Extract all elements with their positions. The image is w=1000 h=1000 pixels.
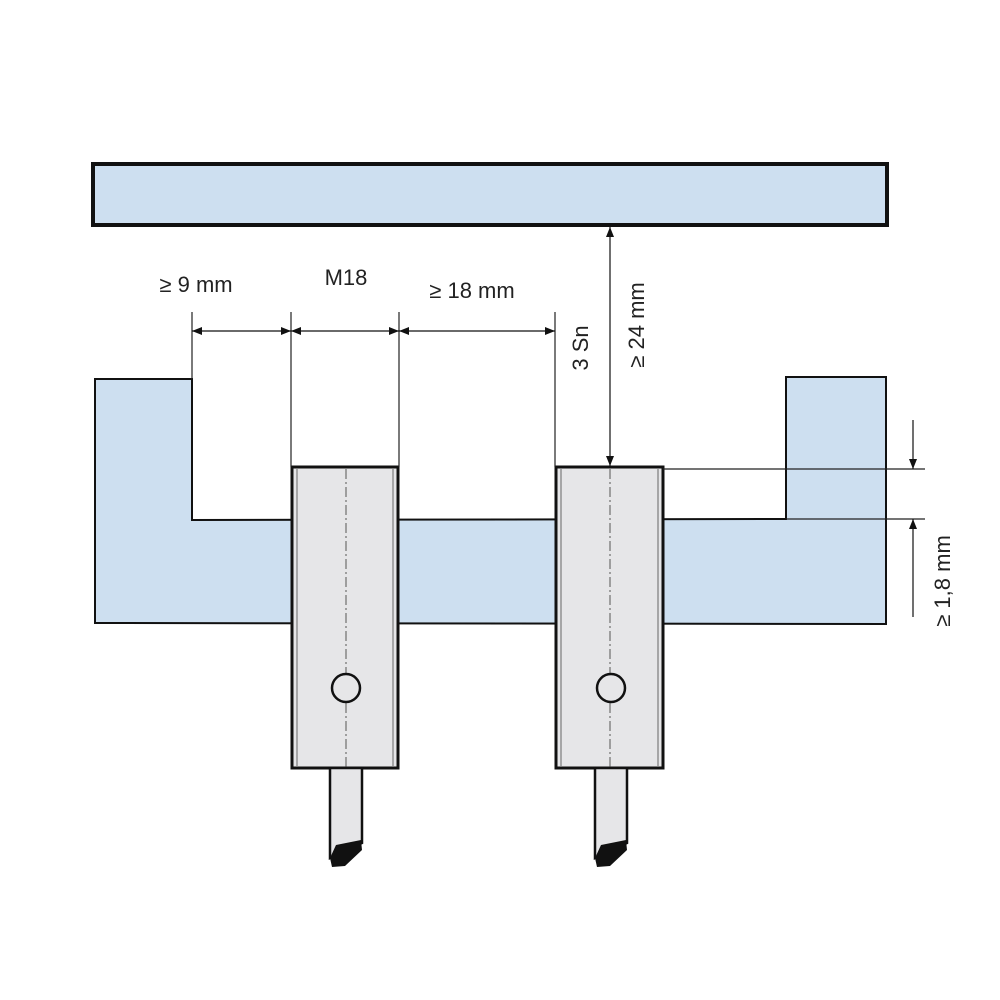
mounting-bracket (94, 376, 887, 626)
sensor-left (290, 465, 400, 867)
led-circle-icon (595, 672, 627, 704)
cable-icon (593, 766, 629, 860)
sensor-right (554, 465, 665, 867)
led-circle-icon (330, 672, 362, 704)
target-plate (91, 162, 889, 227)
label-thread-size: M18 (325, 265, 368, 290)
label-protrusion: ≥ 1,8 mm (930, 535, 955, 627)
label-gap-left: ≥ 9 mm (159, 272, 232, 297)
label-gap-target: ≥ 24 mm (624, 282, 649, 367)
dimension-lines (192, 227, 917, 617)
cable-icon (328, 766, 364, 860)
label-gap-between: ≥ 18 mm (429, 278, 514, 303)
label-sensing-distance: 3 Sn (568, 325, 593, 370)
extension-lines (191, 312, 925, 520)
